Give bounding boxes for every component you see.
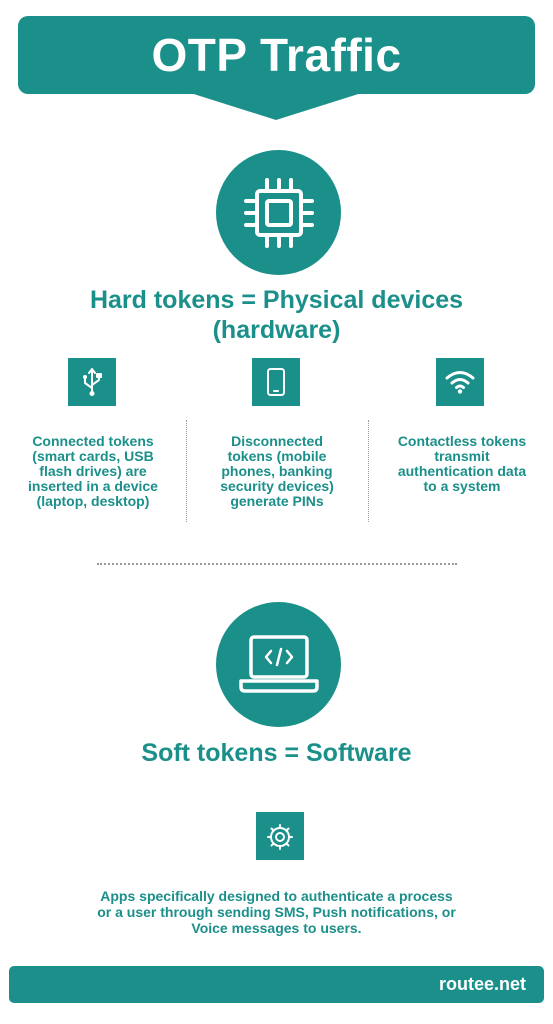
text-line: tokens (mobile xyxy=(227,448,327,464)
wifi-icon xyxy=(436,358,484,406)
column-divider xyxy=(186,420,187,522)
chip-icon xyxy=(216,150,341,275)
disconnected-tokens-text: Disconnected tokens (mobile phones, bank… xyxy=(196,434,358,509)
text-line: generate PINs xyxy=(230,493,324,509)
text-line: to a system xyxy=(423,478,501,494)
hard-tokens-heading: Hard tokens = Physical devices (hardware… xyxy=(20,285,533,345)
soft-tokens-text: Apps specifically designed to authentica… xyxy=(20,888,533,936)
footer-bar xyxy=(9,966,544,1003)
usb-icon xyxy=(68,358,116,406)
title-banner-pointer xyxy=(181,90,371,120)
soft-tokens-heading: Soft tokens = Software xyxy=(141,739,412,767)
text-line: transmit xyxy=(434,448,490,464)
column-divider xyxy=(368,420,369,522)
smartphone-icon xyxy=(252,358,300,406)
text-line: Apps specifically designed to authentica… xyxy=(100,888,453,904)
section-divider xyxy=(97,563,457,565)
text-line: Connected tokens xyxy=(32,433,154,449)
title-banner xyxy=(18,16,535,94)
text-line: security devices) xyxy=(220,478,334,494)
text-line: authentication data xyxy=(397,463,527,479)
text-line: inserted in a device xyxy=(28,478,158,494)
text-line: Disconnected xyxy=(231,433,323,449)
hard-tokens-heading-line: (hardware) xyxy=(212,316,341,344)
text-line: (smart cards, USB xyxy=(32,448,154,464)
hard-tokens-heading-line: Hard tokens = Physical devices xyxy=(89,286,464,314)
contactless-tokens-text: Contactless tokens transmit authenticati… xyxy=(380,434,544,494)
text-line: (laptop, desktop) xyxy=(36,493,150,509)
text-line: or a user through sending SMS, Push noti… xyxy=(97,904,456,920)
text-line: flash drives) are xyxy=(39,463,147,479)
text-line: Voice messages to users. xyxy=(191,920,362,936)
footer-brand-link[interactable]: routee.net xyxy=(438,974,526,994)
laptop-code-icon xyxy=(216,602,341,727)
text-line: Contactless tokens xyxy=(397,433,527,449)
gear-icon xyxy=(256,812,304,860)
page-title: OTP Traffic xyxy=(151,29,402,81)
text-line: phones, banking xyxy=(221,463,333,479)
connected-tokens-text: Connected tokens (smart cards, USB flash… xyxy=(16,434,170,509)
